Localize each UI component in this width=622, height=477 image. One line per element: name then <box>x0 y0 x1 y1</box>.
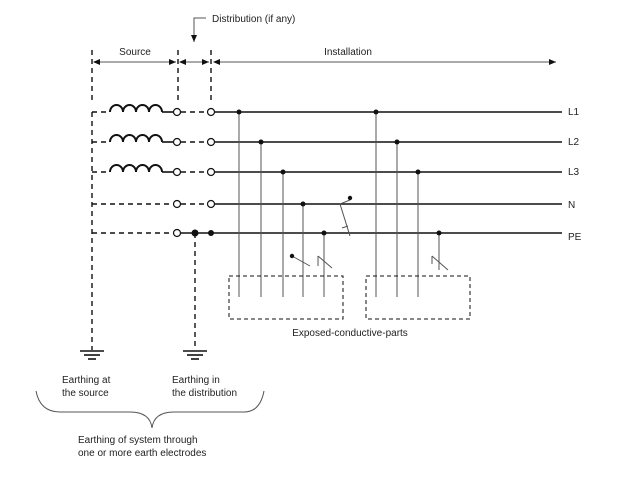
n-distribution-terminal <box>206 199 216 209</box>
exposed-enclosure-1 <box>228 275 344 320</box>
switch-1-blade <box>339 203 351 237</box>
eq2-junction-l1 <box>373 109 379 115</box>
n-source-terminal <box>172 199 182 209</box>
distribution-pointer-arrow <box>191 17 206 42</box>
eq2-junction-l3 <box>415 169 421 175</box>
conductor-label-l3: L3 <box>568 167 580 178</box>
distribution-label: Distribution (if any) <box>212 14 295 25</box>
eq2-junction-pe <box>436 230 442 236</box>
eq1-junction-l2 <box>258 139 264 145</box>
switch-2-link <box>317 255 333 269</box>
installation-label: Installation <box>324 47 372 58</box>
l3-source-terminal <box>172 167 182 177</box>
l2-source-terminal <box>172 137 182 147</box>
conductor-label-pe: PE <box>568 232 582 243</box>
source-label-bg <box>112 44 158 58</box>
l2-distribution-terminal <box>206 137 216 147</box>
earthing-system-line-1: Earthing of system through <box>78 435 198 446</box>
installation-label-bg <box>316 44 380 58</box>
pe-distribution-terminal <box>208 230 214 236</box>
l3-distribution-terminal <box>206 167 216 177</box>
conductor-label-l1: L1 <box>568 107 580 118</box>
l2-winding <box>109 134 163 143</box>
source-label: Source <box>119 47 151 58</box>
l1-winding <box>109 104 163 113</box>
switch-1-stub <box>339 199 351 205</box>
eq1-junction-l1 <box>236 109 242 115</box>
earthing-system-line-2: one or more earth electrodes <box>78 448 206 459</box>
eq1-junction-l3 <box>280 169 286 175</box>
switch-3-blade <box>431 255 449 271</box>
earth-symbol-distribution <box>183 350 207 360</box>
earth-symbol-source <box>80 350 104 360</box>
conductor-label-n: N <box>568 200 575 211</box>
l1-source-terminal <box>172 107 182 117</box>
eq2-junction-l2 <box>394 139 400 145</box>
earthing-dist-line-2: the distribution <box>172 388 237 399</box>
earthing-brace <box>35 390 265 429</box>
switch-2-blade <box>291 255 311 267</box>
exposed-label: Exposed-conductive-parts <box>292 328 408 339</box>
exposed-enclosure-2 <box>365 275 471 320</box>
pe-source-terminal <box>172 228 182 238</box>
earthing-source-line-1: Earthing at <box>62 375 111 386</box>
earthing-source-line-2: the source <box>62 388 109 399</box>
conductor-label-l2: L2 <box>568 137 580 148</box>
earthing-dist-line-1: Earthing in <box>172 375 220 386</box>
eq1-junction-pe <box>321 230 327 236</box>
switch-1-contact <box>347 195 353 201</box>
eq1-junction-n <box>300 201 306 207</box>
switch-1-tick <box>341 225 349 229</box>
switch-2-contact <box>289 253 295 259</box>
l1-distribution-terminal <box>206 107 216 117</box>
l3-winding <box>109 164 163 173</box>
